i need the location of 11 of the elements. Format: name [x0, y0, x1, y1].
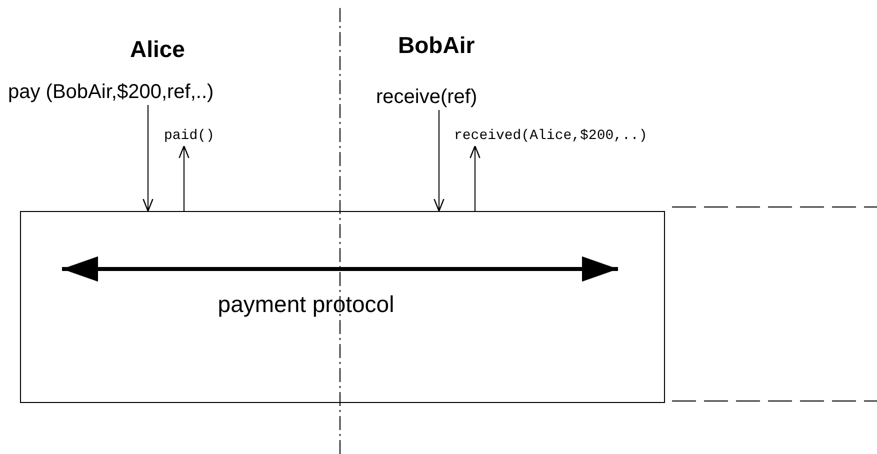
arrow	[178, 145, 190, 212]
return-call-text: received(Alice,$200,..)	[454, 129, 648, 143]
arrow	[142, 104, 154, 212]
party-heading: Alice	[130, 38, 185, 61]
return-call-text: paid()	[164, 129, 214, 143]
call-text: receive(ref)	[376, 87, 478, 107]
protocol-box	[20, 211, 665, 403]
arrow	[434, 110, 444, 212]
arrow	[470, 145, 480, 212]
call-text: pay (BobAir,$200,ref,..)	[8, 82, 214, 102]
party-heading: BobAir	[398, 34, 475, 57]
